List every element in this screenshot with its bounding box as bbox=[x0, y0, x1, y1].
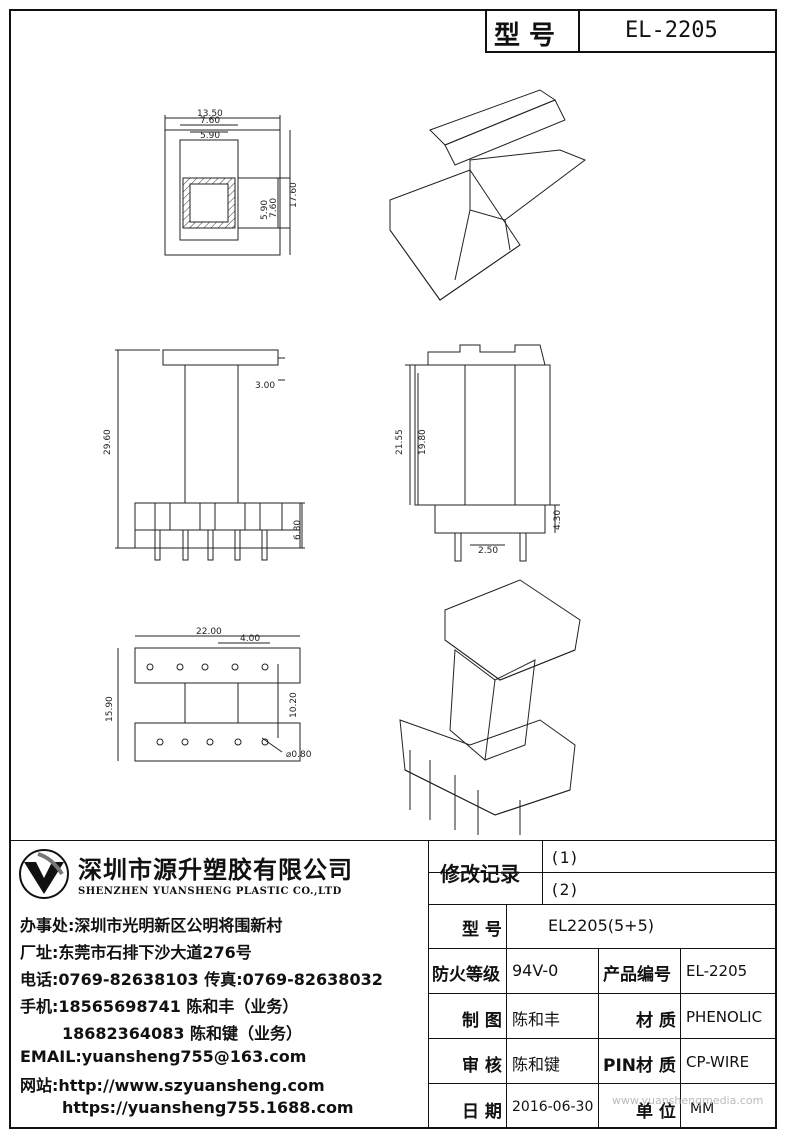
table-split bbox=[428, 840, 429, 1129]
company-name-en: SHENZHEN YUANSHENG PLASTIC CO.,LTD bbox=[78, 886, 342, 897]
bottom-view bbox=[117, 635, 301, 762]
dim-top-inner: 7.60 bbox=[200, 116, 220, 126]
dim-top-height: 17.60 bbox=[289, 182, 299, 208]
info-col-2 bbox=[598, 948, 599, 1129]
info-row-5 bbox=[428, 1083, 777, 1084]
dim-bottom-row: 10.20 bbox=[289, 692, 299, 718]
dim-top-core-h: 5.90 bbox=[260, 200, 270, 220]
drawn-value: 陈和丰 bbox=[512, 1010, 561, 1029]
info-col-3 bbox=[680, 948, 681, 1129]
revision-label: 修改记录 bbox=[440, 862, 520, 886]
top-view bbox=[164, 115, 291, 256]
company-office: 办事处:深圳市光明新区公明将围新村 bbox=[20, 916, 283, 935]
info-row-2 bbox=[428, 948, 777, 949]
model-title-divider bbox=[578, 11, 580, 53]
type-label: 型 号 bbox=[462, 920, 502, 940]
dim-bottom-depth: 15.90 bbox=[105, 696, 115, 722]
company-factory: 厂址:东莞市石排下沙大道276号 bbox=[20, 943, 252, 962]
technical-drawing: 13.50 7.60 5.90 5.90 7.60 17.60 29.60 3.… bbox=[103, 89, 587, 835]
model-title-box bbox=[485, 11, 775, 53]
dim-side-base: 4.30 bbox=[553, 510, 563, 530]
rev-split bbox=[542, 840, 543, 904]
revision-row-1: (1) bbox=[550, 848, 579, 867]
dim-top-width: 13.50 bbox=[197, 109, 223, 119]
info-row-1 bbox=[428, 904, 777, 905]
company-website-1[interactable]: 网站:http://www.szyuansheng.com bbox=[20, 1076, 325, 1095]
dim-front-base: 6.80 bbox=[293, 520, 303, 540]
dim-bottom-pin-dia: ⌀0.80 bbox=[286, 750, 312, 760]
drawn-label: 制 图 bbox=[462, 1011, 502, 1031]
company-phone: 电话:0769-82638103 传真:0769-82638032 bbox=[20, 970, 383, 989]
unit-label: 单 位 bbox=[636, 1102, 676, 1122]
dim-side-pin: 2.50 bbox=[478, 546, 498, 556]
dim-top-inner-h: 7.60 bbox=[269, 198, 279, 218]
isometric-top bbox=[389, 89, 587, 301]
info-row-4 bbox=[428, 1038, 777, 1039]
model-label: 型 号 bbox=[494, 21, 556, 51]
company-name-cn: 深圳市源升塑胶有限公司 bbox=[78, 856, 353, 884]
dim-top-core: 5.90 bbox=[200, 131, 220, 141]
material-value: PHENOLIC bbox=[686, 1008, 763, 1026]
code-label: 产品编号 bbox=[603, 965, 671, 985]
model-value: EL-2205 bbox=[625, 18, 718, 43]
fire-value: 94V-0 bbox=[512, 961, 559, 980]
info-col-1 bbox=[506, 904, 507, 1129]
front-view bbox=[115, 349, 305, 561]
material-label: 材 质 bbox=[636, 1011, 676, 1031]
review-value: 陈和键 bbox=[512, 1055, 561, 1074]
dim-front-flange: 3.00 bbox=[255, 381, 275, 391]
table-top-line bbox=[9, 840, 777, 841]
info-row-3 bbox=[428, 993, 777, 994]
rev-row-line bbox=[428, 872, 777, 873]
dim-side-height: 21.55 bbox=[395, 429, 405, 455]
dim-front-height: 29.60 bbox=[103, 429, 113, 455]
revision-row-2: (2) bbox=[550, 880, 579, 899]
company-logo-icon bbox=[19, 849, 69, 899]
pin-material-label: PIN材 质 bbox=[603, 1056, 676, 1076]
pin-material-value: CP-WIRE bbox=[686, 1053, 750, 1071]
unit-value: MM bbox=[690, 1101, 715, 1117]
type-value: EL2205(5+5) bbox=[548, 916, 654, 935]
date-value: 2016-06-30 bbox=[512, 1099, 594, 1115]
dim-bottom-pitch: 4.00 bbox=[240, 634, 260, 644]
company-website-2[interactable]: https://yuansheng755.1688.com bbox=[62, 1098, 354, 1117]
company-mobile-2: 18682364083 陈和键（业务） bbox=[62, 1024, 303, 1043]
date-label: 日 期 bbox=[462, 1102, 502, 1122]
dim-bottom-width: 22.00 bbox=[196, 627, 222, 637]
company-mobile-1: 手机:18565698741 陈和丰（业务） bbox=[20, 997, 299, 1016]
watermark: www.yuanshengmedia.com bbox=[612, 1094, 764, 1107]
review-label: 审 核 bbox=[462, 1056, 502, 1076]
fire-label: 防火等级 bbox=[432, 965, 500, 985]
code-value: EL-2205 bbox=[686, 962, 748, 980]
dim-side-inner: 19.80 bbox=[418, 429, 428, 455]
side-view bbox=[405, 344, 560, 562]
isometric-bottom bbox=[399, 579, 581, 835]
drawing-frame bbox=[9, 9, 777, 1129]
company-email[interactable]: EMAIL:yuansheng755@163.com bbox=[20, 1047, 307, 1066]
